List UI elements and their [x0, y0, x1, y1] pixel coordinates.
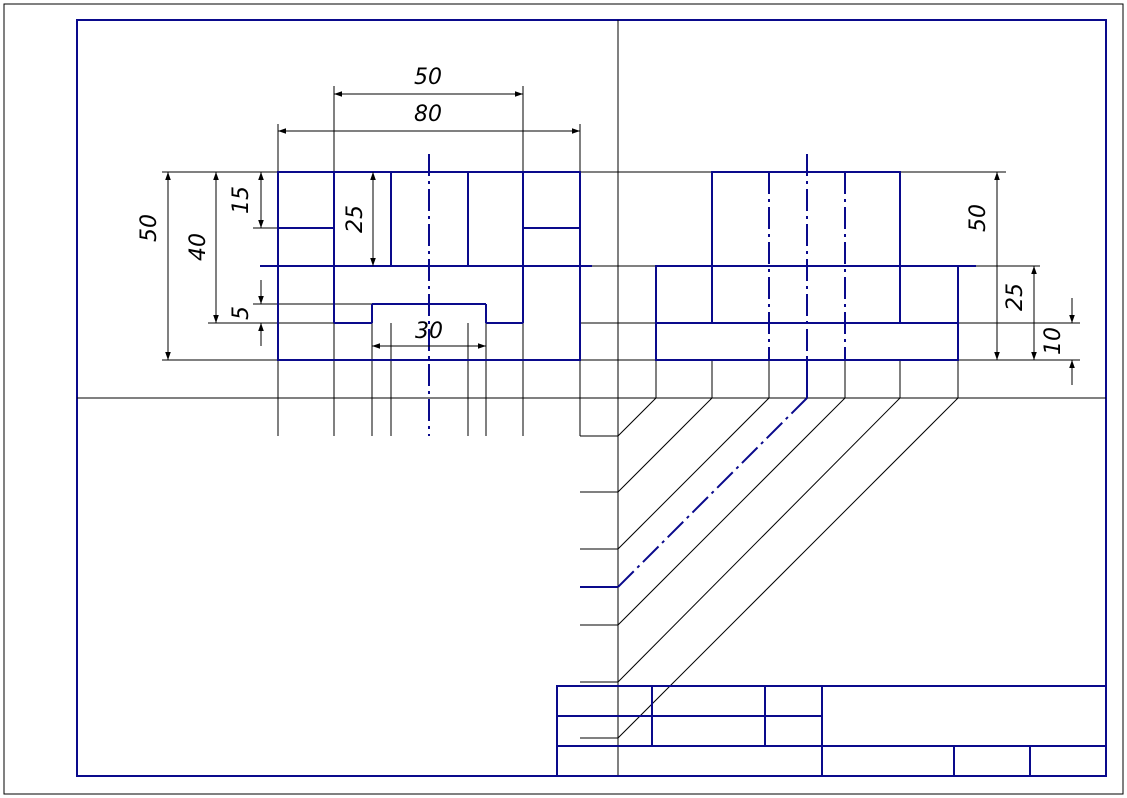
diagonal-center-line — [617, 397, 808, 588]
dim-left-50: 50 — [137, 214, 162, 242]
projection-lines — [162, 86, 1080, 739]
front-view-axes — [260, 154, 592, 436]
dimension-lines — [165, 91, 1075, 385]
dim-left-25: 25 — [343, 205, 368, 233]
sheet-outer-border — [3, 3, 1124, 795]
dim-right-10: 10 — [1041, 327, 1066, 355]
dim-left-40: 40 — [186, 233, 211, 261]
dim-top-80: 80 — [414, 102, 442, 127]
title-block — [556, 685, 1107, 777]
side-view-axes — [700, 154, 912, 360]
construction-axes — [77, 20, 1106, 776]
dim-top-50: 50 — [414, 65, 442, 90]
dim-right-50: 50 — [966, 204, 991, 232]
dim-right-25: 25 — [1003, 283, 1028, 311]
dim-hole-30: 30 — [415, 319, 443, 344]
dim-left-15: 15 — [229, 186, 254, 214]
dim-left-5: 5 — [229, 306, 254, 320]
